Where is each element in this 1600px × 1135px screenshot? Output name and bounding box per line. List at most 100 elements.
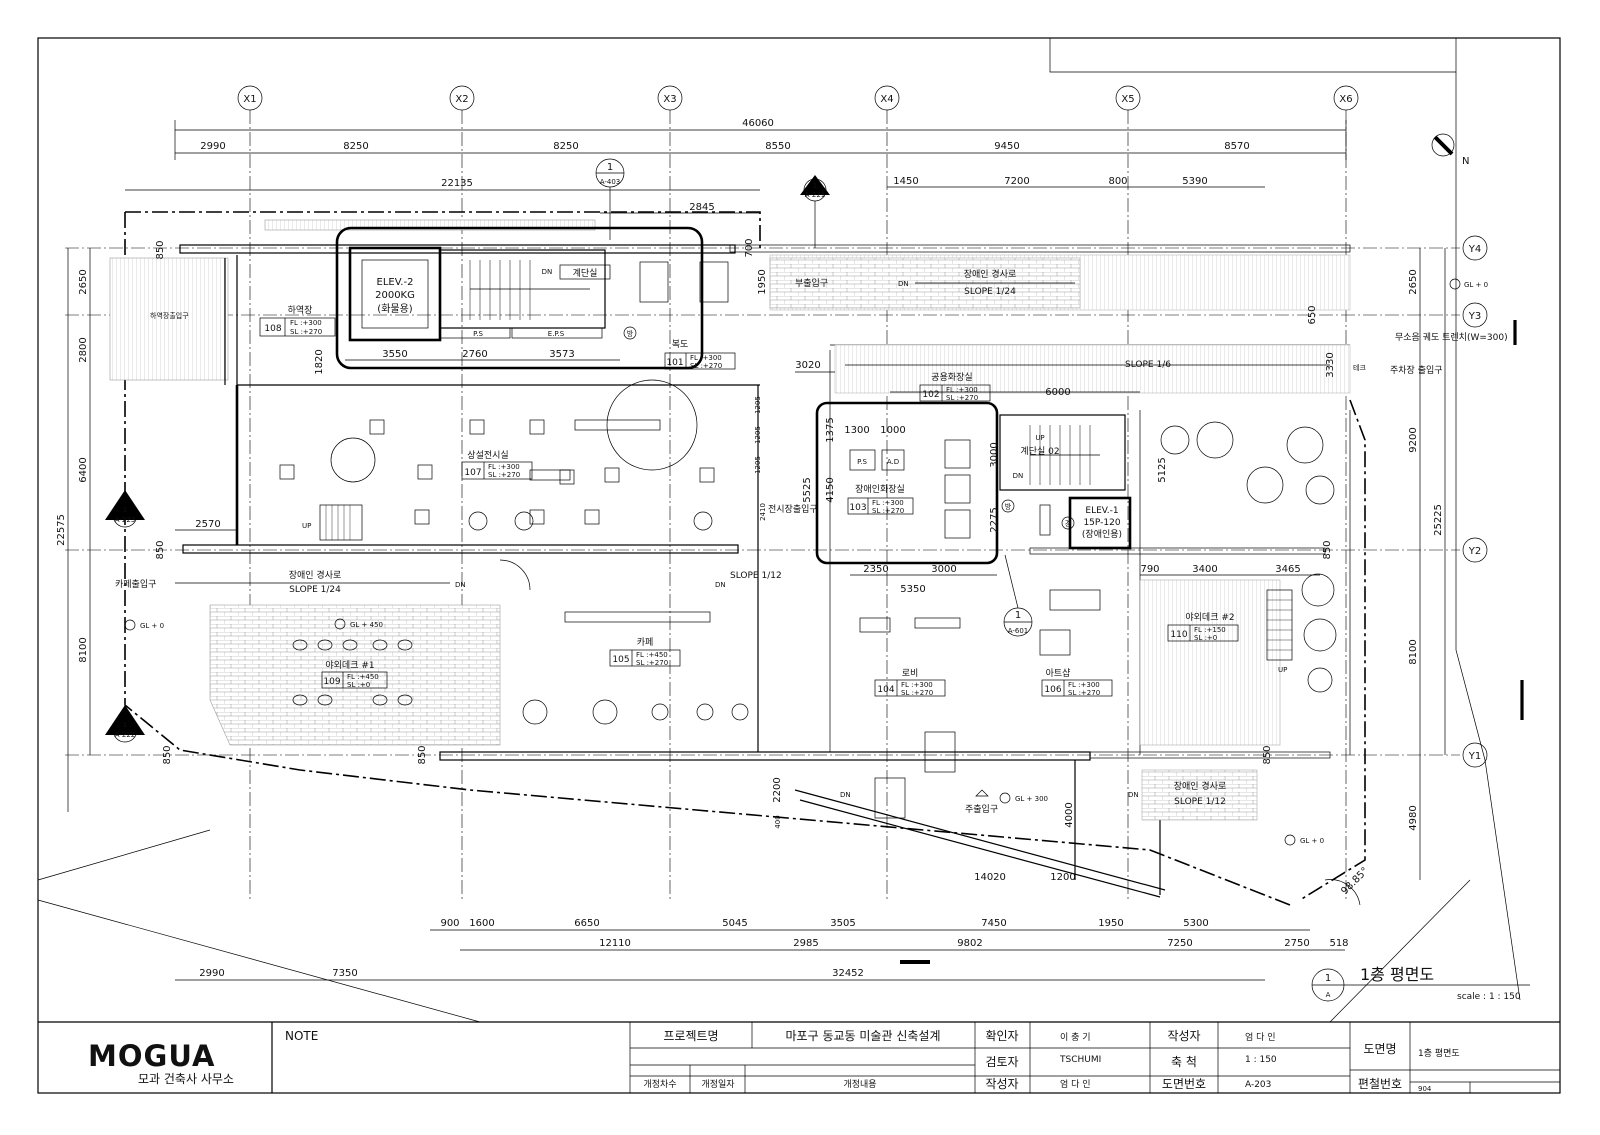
svg-text:DN: DN <box>715 581 726 589</box>
svg-text:2275: 2275 <box>989 507 1000 532</box>
grid-x3: X3 <box>663 94 676 105</box>
grid-bubbles-y: Y4 Y3 Y2 Y1 <box>1462 235 1488 768</box>
svg-text:2650: 2650 <box>78 269 89 294</box>
svg-text:FL :+450: FL :+450 <box>636 651 668 659</box>
svg-text:FL :+300: FL :+300 <box>901 681 933 689</box>
svg-text:검토자: 검토자 <box>985 1055 1018 1069</box>
svg-text:A-601: A-601 <box>1008 627 1029 635</box>
svg-text:2570: 2570 <box>195 519 220 530</box>
grid-y2: Y2 <box>1468 546 1481 557</box>
svg-text:SLOPE 1/12: SLOPE 1/12 <box>1174 797 1226 807</box>
svg-text:109: 109 <box>323 677 340 687</box>
svg-text:904: 904 <box>1418 1085 1432 1093</box>
deck1-tables <box>292 639 413 706</box>
building-outline <box>125 211 761 248</box>
svg-text:7200: 7200 <box>1004 176 1029 187</box>
svg-text:1950: 1950 <box>757 269 768 294</box>
svg-text:2990: 2990 <box>199 968 224 979</box>
svg-text:850: 850 <box>155 240 166 259</box>
svg-text:작성자: 작성자 <box>1167 1029 1200 1043</box>
svg-text:800: 800 <box>1108 176 1127 187</box>
cafe-tables <box>522 699 749 725</box>
svg-text:2750: 2750 <box>1284 938 1309 949</box>
svg-text:P.S: P.S <box>473 330 483 338</box>
svg-text:7350: 7350 <box>332 968 357 979</box>
svg-text:6000: 6000 <box>1045 387 1070 398</box>
svg-text:8250: 8250 <box>553 141 578 152</box>
svg-text:카페: 카페 <box>637 637 654 648</box>
sheet-border <box>37 37 1561 1094</box>
svg-text:103: 103 <box>849 503 866 513</box>
svg-text:104: 104 <box>877 685 894 695</box>
grid-x6: X6 <box>1339 94 1352 105</box>
svg-text:SLOPE 1/12: SLOPE 1/12 <box>730 571 782 581</box>
svg-text:3000: 3000 <box>931 564 956 575</box>
svg-text:101: 101 <box>666 358 683 368</box>
title-block: MOGUA 모과 건축사 사무소 NOTE 프로젝트명 마포구 동교동 미술관 … <box>88 1022 1560 1093</box>
room-tag-109: 야외데크 #1 109 FL :+450 SL :+0 <box>321 659 388 689</box>
svg-text:개정일자: 개정일자 <box>701 1079 735 1090</box>
svg-text:UP: UP <box>1278 666 1287 674</box>
svg-text:2990: 2990 <box>200 141 225 152</box>
svg-text:부출입구: 부출입구 <box>795 277 828 289</box>
svg-text:카페출입구: 카페출입구 <box>115 578 156 590</box>
svg-text:1: 1 <box>813 182 817 190</box>
svg-text:도면명: 도면명 <box>1363 1042 1396 1056</box>
svg-text:FL :+300: FL :+300 <box>1068 681 1100 689</box>
svg-text:4000: 4000 <box>1064 802 1075 827</box>
svg-text:DN: DN <box>455 581 466 589</box>
svg-text:2000KG: 2000KG <box>375 290 415 301</box>
exhibition-hall <box>279 379 715 531</box>
room-tag-102: 공용화장실 102 FL :+300 SL :+270 <box>919 372 991 402</box>
svg-text:3000: 3000 <box>989 442 1000 467</box>
svg-text:주출입구: 주출입구 <box>965 803 998 815</box>
svg-text:5045: 5045 <box>722 918 747 929</box>
svg-text:장애인 경사로: 장애인 경사로 <box>289 569 342 581</box>
svg-text:야외데크 #1: 야외데크 #1 <box>325 659 374 671</box>
svg-text:복도: 복도 <box>672 339 689 350</box>
project-name: 마포구 동교동 미술관 신축설계 <box>786 1029 941 1043</box>
svg-text:7450: 7450 <box>981 918 1006 929</box>
svg-text:개정내용: 개정내용 <box>843 1079 876 1090</box>
north-label: N <box>1462 156 1469 167</box>
svg-text:1200: 1200 <box>1050 872 1075 883</box>
svg-text:상설전시실: 상설전시실 <box>467 450 508 461</box>
site-boundary <box>1049 38 1457 73</box>
service-core-outline <box>335 226 704 370</box>
stair-02 <box>999 414 1126 491</box>
svg-text:SL :+0: SL :+0 <box>1194 634 1217 642</box>
svg-text:주차장 출입구: 주차장 출입구 <box>1390 364 1443 376</box>
svg-text:로비: 로비 <box>902 668 919 679</box>
svg-text:엄 다 인: 엄 다 인 <box>1245 1031 1276 1043</box>
svg-text:790: 790 <box>1140 564 1159 575</box>
svg-text:106: 106 <box>1044 685 1061 695</box>
svg-text:15P-120: 15P-120 <box>1083 518 1120 528</box>
right-dimensions: 2650 9200 8100 4980 25225 <box>1408 248 1446 880</box>
grid-bubbles-x: X1 X2 X3 X4 X5 X6 <box>237 85 1359 111</box>
svg-text:UP: UP <box>1035 434 1044 442</box>
svg-text:2760: 2760 <box>462 349 487 360</box>
svg-text:장애인 경사로: 장애인 경사로 <box>1174 780 1227 792</box>
section-mark-a221: 1 A-221 <box>800 175 830 248</box>
svg-text:도면번호: 도면번호 <box>1162 1077 1206 1091</box>
outdoor-deck-1 <box>209 604 501 746</box>
svg-text:P.S: P.S <box>857 458 867 466</box>
svg-text:1950: 1950 <box>1098 918 1123 929</box>
svg-text:테크: 테크 <box>1353 364 1366 372</box>
svg-text:8100: 8100 <box>1408 639 1419 664</box>
svg-text:850: 850 <box>417 745 428 764</box>
svg-text:9200: 9200 <box>1408 427 1419 452</box>
svg-text:계단실 02: 계단실 02 <box>1020 445 1059 457</box>
svg-text:계단실: 계단실 <box>573 267 598 279</box>
svg-text:2845: 2845 <box>689 202 714 213</box>
svg-text:400: 400 <box>774 815 782 828</box>
svg-text:SL :+0: SL :+0 <box>347 681 370 689</box>
svg-text:SL :+270: SL :+270 <box>872 507 904 515</box>
svg-text:1: 1 <box>607 162 613 173</box>
svg-text:방: 방 <box>627 329 634 338</box>
svg-text:1600: 1600 <box>469 918 494 929</box>
svg-text:이 충 기: 이 충 기 <box>1060 1032 1091 1043</box>
svg-text:DN: DN <box>1013 472 1024 480</box>
svg-text:4980: 4980 <box>1408 805 1419 830</box>
section-mark-a223: 1 A-223 <box>105 490 145 528</box>
